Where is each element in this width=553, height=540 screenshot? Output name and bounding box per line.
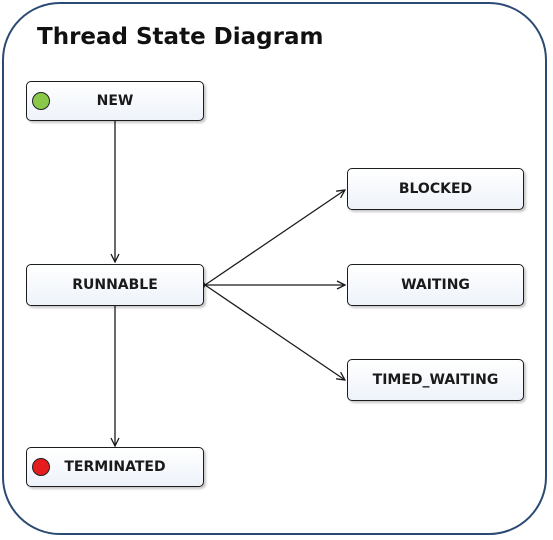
state-terminated-label: TERMINATED bbox=[64, 459, 166, 475]
state-blocked: BLOCKED bbox=[347, 168, 524, 210]
state-new: NEW bbox=[26, 81, 204, 121]
state-waiting-label: WAITING bbox=[401, 277, 470, 293]
state-runnable-label: RUNNABLE bbox=[72, 277, 158, 293]
state-timed-waiting-label: TIMED_WAITING bbox=[372, 372, 499, 388]
diagram-title: Thread State Diagram bbox=[37, 24, 324, 50]
end-state-icon bbox=[32, 458, 50, 476]
state-runnable: RUNNABLE bbox=[26, 264, 204, 306]
state-terminated: TERMINATED bbox=[26, 447, 204, 487]
state-timed-waiting: TIMED_WAITING bbox=[347, 359, 524, 401]
state-blocked-label: BLOCKED bbox=[398, 181, 473, 197]
state-waiting: WAITING bbox=[347, 264, 524, 306]
start-state-icon bbox=[32, 92, 50, 110]
state-new-label: NEW bbox=[96, 93, 134, 109]
